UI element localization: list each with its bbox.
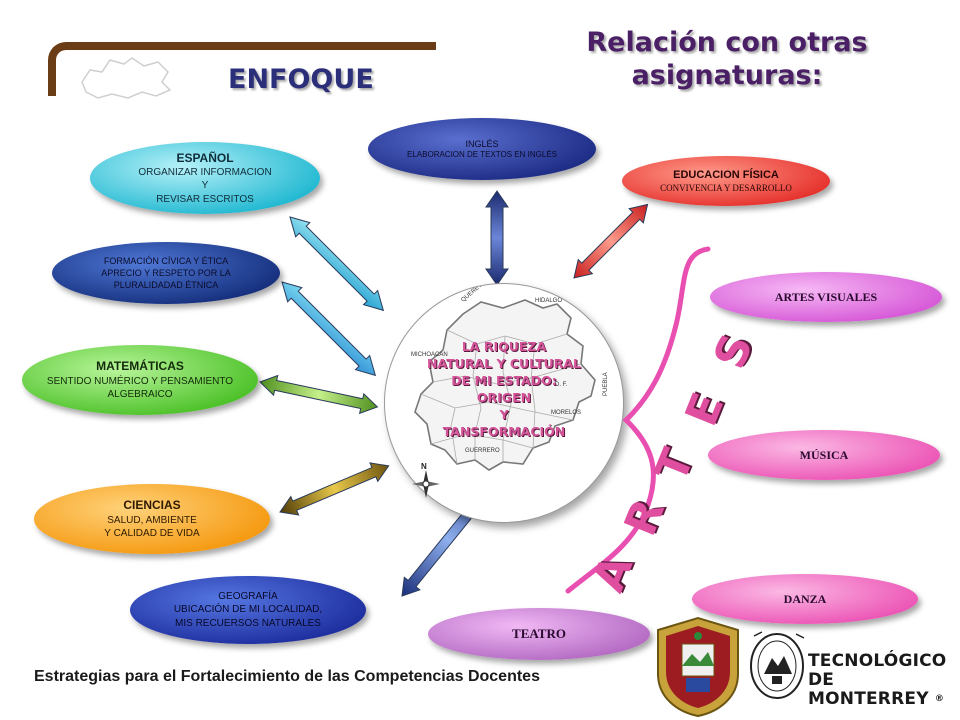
enfoque-title: ENFOQUE: [228, 64, 374, 95]
arrow-civica: [281, 281, 377, 377]
subject-ciencias: CIENCIAS SALUD, AMBIENTE Y CALIDAD DE VI…: [34, 484, 270, 554]
civica-line-2: APRECIO Y RESPETO POR LA: [101, 267, 231, 278]
relacion-title: Relación con otras asignaturas:: [572, 26, 882, 92]
relacion-title-line2: asignaturas:: [631, 60, 823, 91]
espanol-line-1: ORGANIZAR INFORMACION: [138, 166, 272, 178]
state-map-icon: QUERETARO HIDALGO MICHOACAN D. F. PUEBLA…: [411, 284, 609, 471]
subject-matematicas: MATEMÁTICAS SENTIDO NUMÉRICO Y PENSAMIEN…: [22, 345, 258, 415]
center-line-3: DE MI ESTADO:: [451, 373, 557, 388]
arrow-educacion-fisica: [573, 203, 649, 279]
subject-teatro: TEATRO: [428, 608, 650, 660]
center-theme-text: LA RIQUEZA NATURAL Y CULTURAL DE MI ESTA…: [404, 338, 604, 440]
artes-musica: MÚSICA: [708, 430, 940, 480]
subject-ingles: INGLÉS ELABORACION DE TEXTOS EN INGLÉS: [368, 118, 596, 180]
state-coat-of-arms-icon: [657, 616, 739, 718]
espanol-line-3: REVISAR ESCRITOS: [156, 193, 254, 205]
espanol-heading: ESPAÑOL: [176, 150, 234, 165]
ingles-line-1: INGLÉS: [465, 138, 499, 149]
civica-line-1: FORMACIÓN CÍVICA Y ÉTICA: [103, 255, 229, 266]
matematicas-line-1: SENTIDO NUMÉRICO Y PENSAMIENTO: [46, 375, 234, 387]
artes-danza: DANZA: [692, 574, 918, 624]
matematicas-heading: MATEMÁTICAS: [96, 359, 184, 374]
center-line-2: NATURAL Y CULTURAL: [426, 356, 582, 371]
teatro-heading: TEATRO: [512, 626, 566, 642]
footer-text: Estrategias para el Fortalecimiento de l…: [34, 668, 540, 685]
educacion-fisica-line-1: CONVIVENCIA Y DESARROLLO: [660, 183, 792, 194]
center-line-5: Y: [499, 407, 509, 422]
arrow-matematicas: [259, 374, 379, 415]
subject-espanol: ESPAÑOL ORGANIZAR INFORMACION Y REVISAR …: [90, 142, 320, 214]
center-line-6: TANSFORMACIÓN: [442, 424, 566, 439]
map-label-df: D. F.: [555, 382, 568, 388]
tec-line-2-wrap: DE MONTERREY ®: [808, 671, 960, 709]
state-outline-icon: [81, 57, 172, 99]
center-line-1: LA RIQUEZA: [461, 339, 547, 354]
artes-visuales-label: ARTES VISUALES: [774, 289, 878, 304]
tec-seal-icon: [750, 631, 805, 699]
subject-educacion-fisica: EDUCACION FÍSICA CONVIVENCIA Y DESARROLL…: [622, 156, 830, 206]
tec-line-2: DE MONTERREY: [808, 670, 929, 709]
compass-north-label: N: [421, 462, 427, 471]
artes-visuales: ARTES VISUALES: [710, 272, 942, 322]
arrow-ciencias: [279, 462, 390, 516]
artes-bracket: [565, 246, 711, 594]
educacion-fisica-heading: EDUCACION FÍSICA: [673, 168, 779, 181]
header-bracket: [48, 42, 436, 96]
artes-musica-label: MÚSICA: [799, 447, 849, 462]
map-label-puebla: PUEBLA: [603, 372, 609, 396]
compass-rose-icon: N: [412, 462, 440, 498]
tec-line-1: TECNOLÓGICO: [808, 651, 947, 671]
civica-line-3: PLURALIDADAD ÉTNICA: [113, 280, 219, 291]
map-label-morelos: MORELOS: [551, 410, 581, 416]
ciencias-heading: CIENCIAS: [123, 498, 181, 513]
map-label-hidalgo: HIDALGO: [535, 298, 562, 304]
espanol-line-2: Y: [201, 180, 209, 192]
subject-civica: FORMACIÓN CÍVICA Y ÉTICA APRECIO Y RESPE…: [52, 242, 280, 304]
geografia-line-1: GEOGRAFÍA: [218, 590, 278, 602]
matematicas-line-2: ALGEBRAICO: [107, 389, 173, 401]
arrow-espanol: [289, 216, 385, 312]
arrow-ingles: [485, 190, 509, 286]
geografia-line-3: MIS RECUERSOS NATURALES: [175, 617, 321, 629]
geografia-line-2: UBICACIÓN DE MI LOCALIDAD,: [173, 604, 323, 616]
tec-registered-mark: ®: [934, 694, 945, 704]
relacion-title-line1: Relación con otras: [586, 27, 868, 58]
ingles-line-2: ELABORACION DE TEXTOS EN INGLÉS: [407, 149, 557, 159]
tec-logo-text: TECNOLÓGICO DE MONTERREY ®: [808, 652, 960, 709]
artes-danza-label: DANZA: [783, 591, 827, 606]
subject-geografia: GEOGRAFÍA UBICACIÓN DE MI LOCALIDAD, MIS…: [130, 576, 366, 644]
map-label-michoacan: MICHOACAN: [411, 352, 448, 358]
ciencias-line-1: SALUD, AMBIENTE: [107, 514, 197, 526]
map-label-guerrero: GUERRERO: [465, 448, 500, 454]
ciencias-line-2: Y CALIDAD DE VIDA: [104, 528, 200, 540]
center-line-4: ORIGEN: [476, 390, 532, 405]
